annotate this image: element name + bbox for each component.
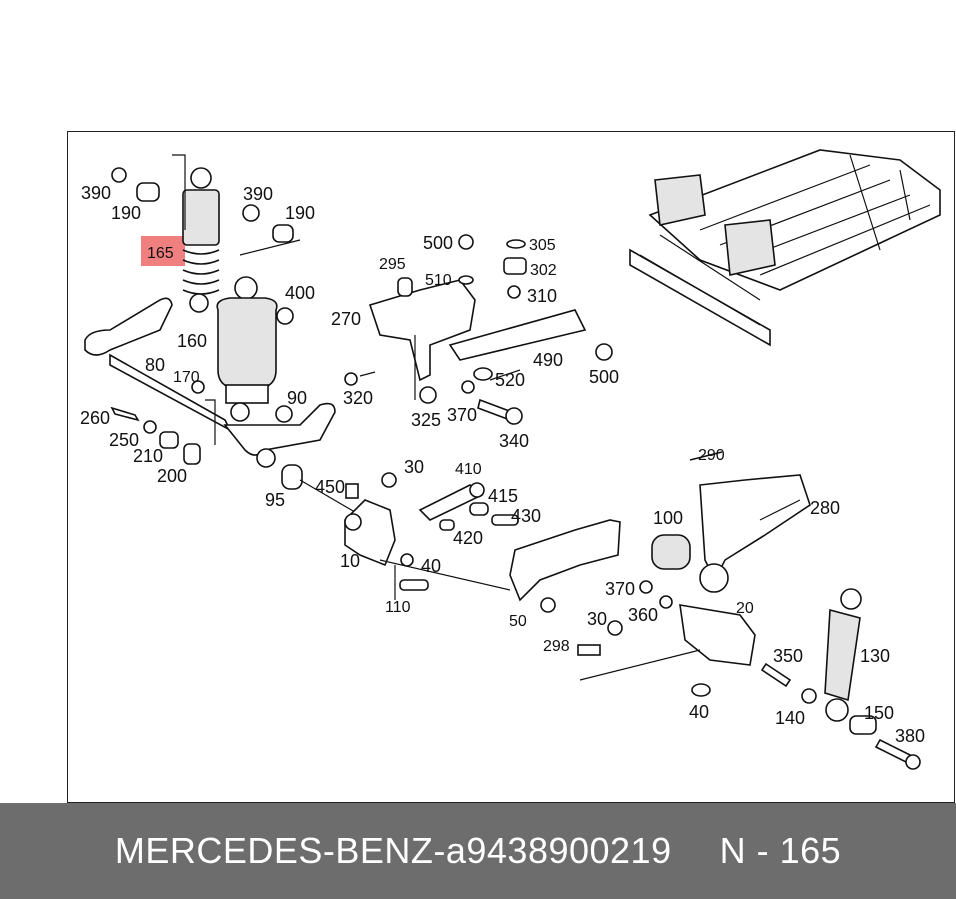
- callout-520: 520: [495, 370, 525, 390]
- center-bracket-assembly: [344, 472, 621, 613]
- callout-210: 210: [133, 446, 163, 466]
- callout-190a: 190: [111, 203, 141, 223]
- callout-340: 340: [499, 431, 529, 451]
- callout-20: 20: [736, 600, 754, 617]
- footer-bar: MERCEDES-BENZ - a9438900219 N - 165: [0, 803, 956, 899]
- callout-280: 280: [810, 498, 840, 518]
- callout-320: 320: [343, 388, 373, 408]
- callout-190b: 190: [285, 203, 315, 223]
- callout-80: 80: [145, 355, 165, 375]
- callout-490: 490: [533, 350, 563, 370]
- callout-500b: 500: [589, 367, 619, 387]
- chassis-illustration: [629, 149, 941, 347]
- callout-130: 130: [860, 646, 890, 666]
- footer-ref: N - 165: [719, 830, 842, 871]
- callout-370b: 370: [605, 579, 635, 599]
- footer-separator: -: [433, 830, 446, 871]
- callout-510: 510: [425, 272, 452, 289]
- callout-165: 165: [147, 245, 174, 262]
- footer-brand: MERCEDES-BENZ: [114, 830, 434, 871]
- callout-360: 360: [628, 605, 658, 625]
- callout-90: 90: [287, 388, 307, 408]
- callout-295: 295: [379, 256, 406, 273]
- callout-305: 305: [529, 237, 556, 254]
- callout-410: 410: [455, 461, 482, 478]
- footer-part-number: a9438900219: [445, 830, 672, 871]
- callout-110: 110: [385, 599, 411, 616]
- callout-170: 170: [173, 369, 200, 386]
- callout-labels: 390 190 165 390 190 160 400 80 170 90 26…: [80, 183, 925, 746]
- shock-absorber-165: [111, 154, 301, 313]
- callout-260: 260: [80, 408, 110, 428]
- stabilizer-assembly: [84, 297, 361, 516]
- callout-430: 430: [511, 506, 541, 526]
- air-spring-160: [216, 276, 294, 422]
- callout-400: 400: [285, 283, 315, 303]
- callout-420: 420: [453, 528, 483, 548]
- callout-302: 302: [530, 262, 557, 279]
- callout-415: 415: [488, 486, 518, 506]
- callout-140: 140: [775, 708, 805, 728]
- callout-30a: 30: [404, 457, 424, 477]
- callout-40a: 40: [421, 556, 441, 576]
- callout-270: 270: [331, 309, 361, 329]
- callout-500a: 500: [423, 233, 453, 253]
- callout-390b: 390: [243, 184, 273, 204]
- callout-160: 160: [177, 331, 207, 351]
- parts-diagram: 390 190 165 390 190 160 400 80 170 90 26…: [80, 149, 941, 770]
- callout-200: 200: [157, 466, 187, 486]
- callout-370a: 370: [447, 405, 477, 425]
- callout-350: 350: [773, 646, 803, 666]
- callout-100: 100: [653, 508, 683, 528]
- callout-40b: 40: [689, 702, 709, 722]
- callout-150: 150: [864, 703, 894, 723]
- callout-310: 310: [527, 286, 557, 306]
- shock-absorber-130: [824, 588, 921, 770]
- callout-95: 95: [265, 490, 285, 510]
- callout-298: 298: [543, 638, 570, 655]
- upper-bracket-assembly: [344, 234, 613, 425]
- callout-290: 290: [698, 447, 725, 464]
- callout-30b: 30: [587, 609, 607, 629]
- right-bracket-assembly: [577, 451, 817, 704]
- footer-caption: MERCEDES-BENZ - a9438900219 N - 165: [0, 803, 956, 899]
- callout-50: 50: [509, 613, 527, 630]
- callout-450: 450: [315, 477, 345, 497]
- callout-390a: 390: [81, 183, 111, 203]
- callout-325: 325: [411, 410, 441, 430]
- callout-380: 380: [895, 726, 925, 746]
- highlight-box-165: [141, 236, 185, 266]
- callout-10: 10: [340, 551, 360, 571]
- callout-250: 250: [109, 430, 139, 450]
